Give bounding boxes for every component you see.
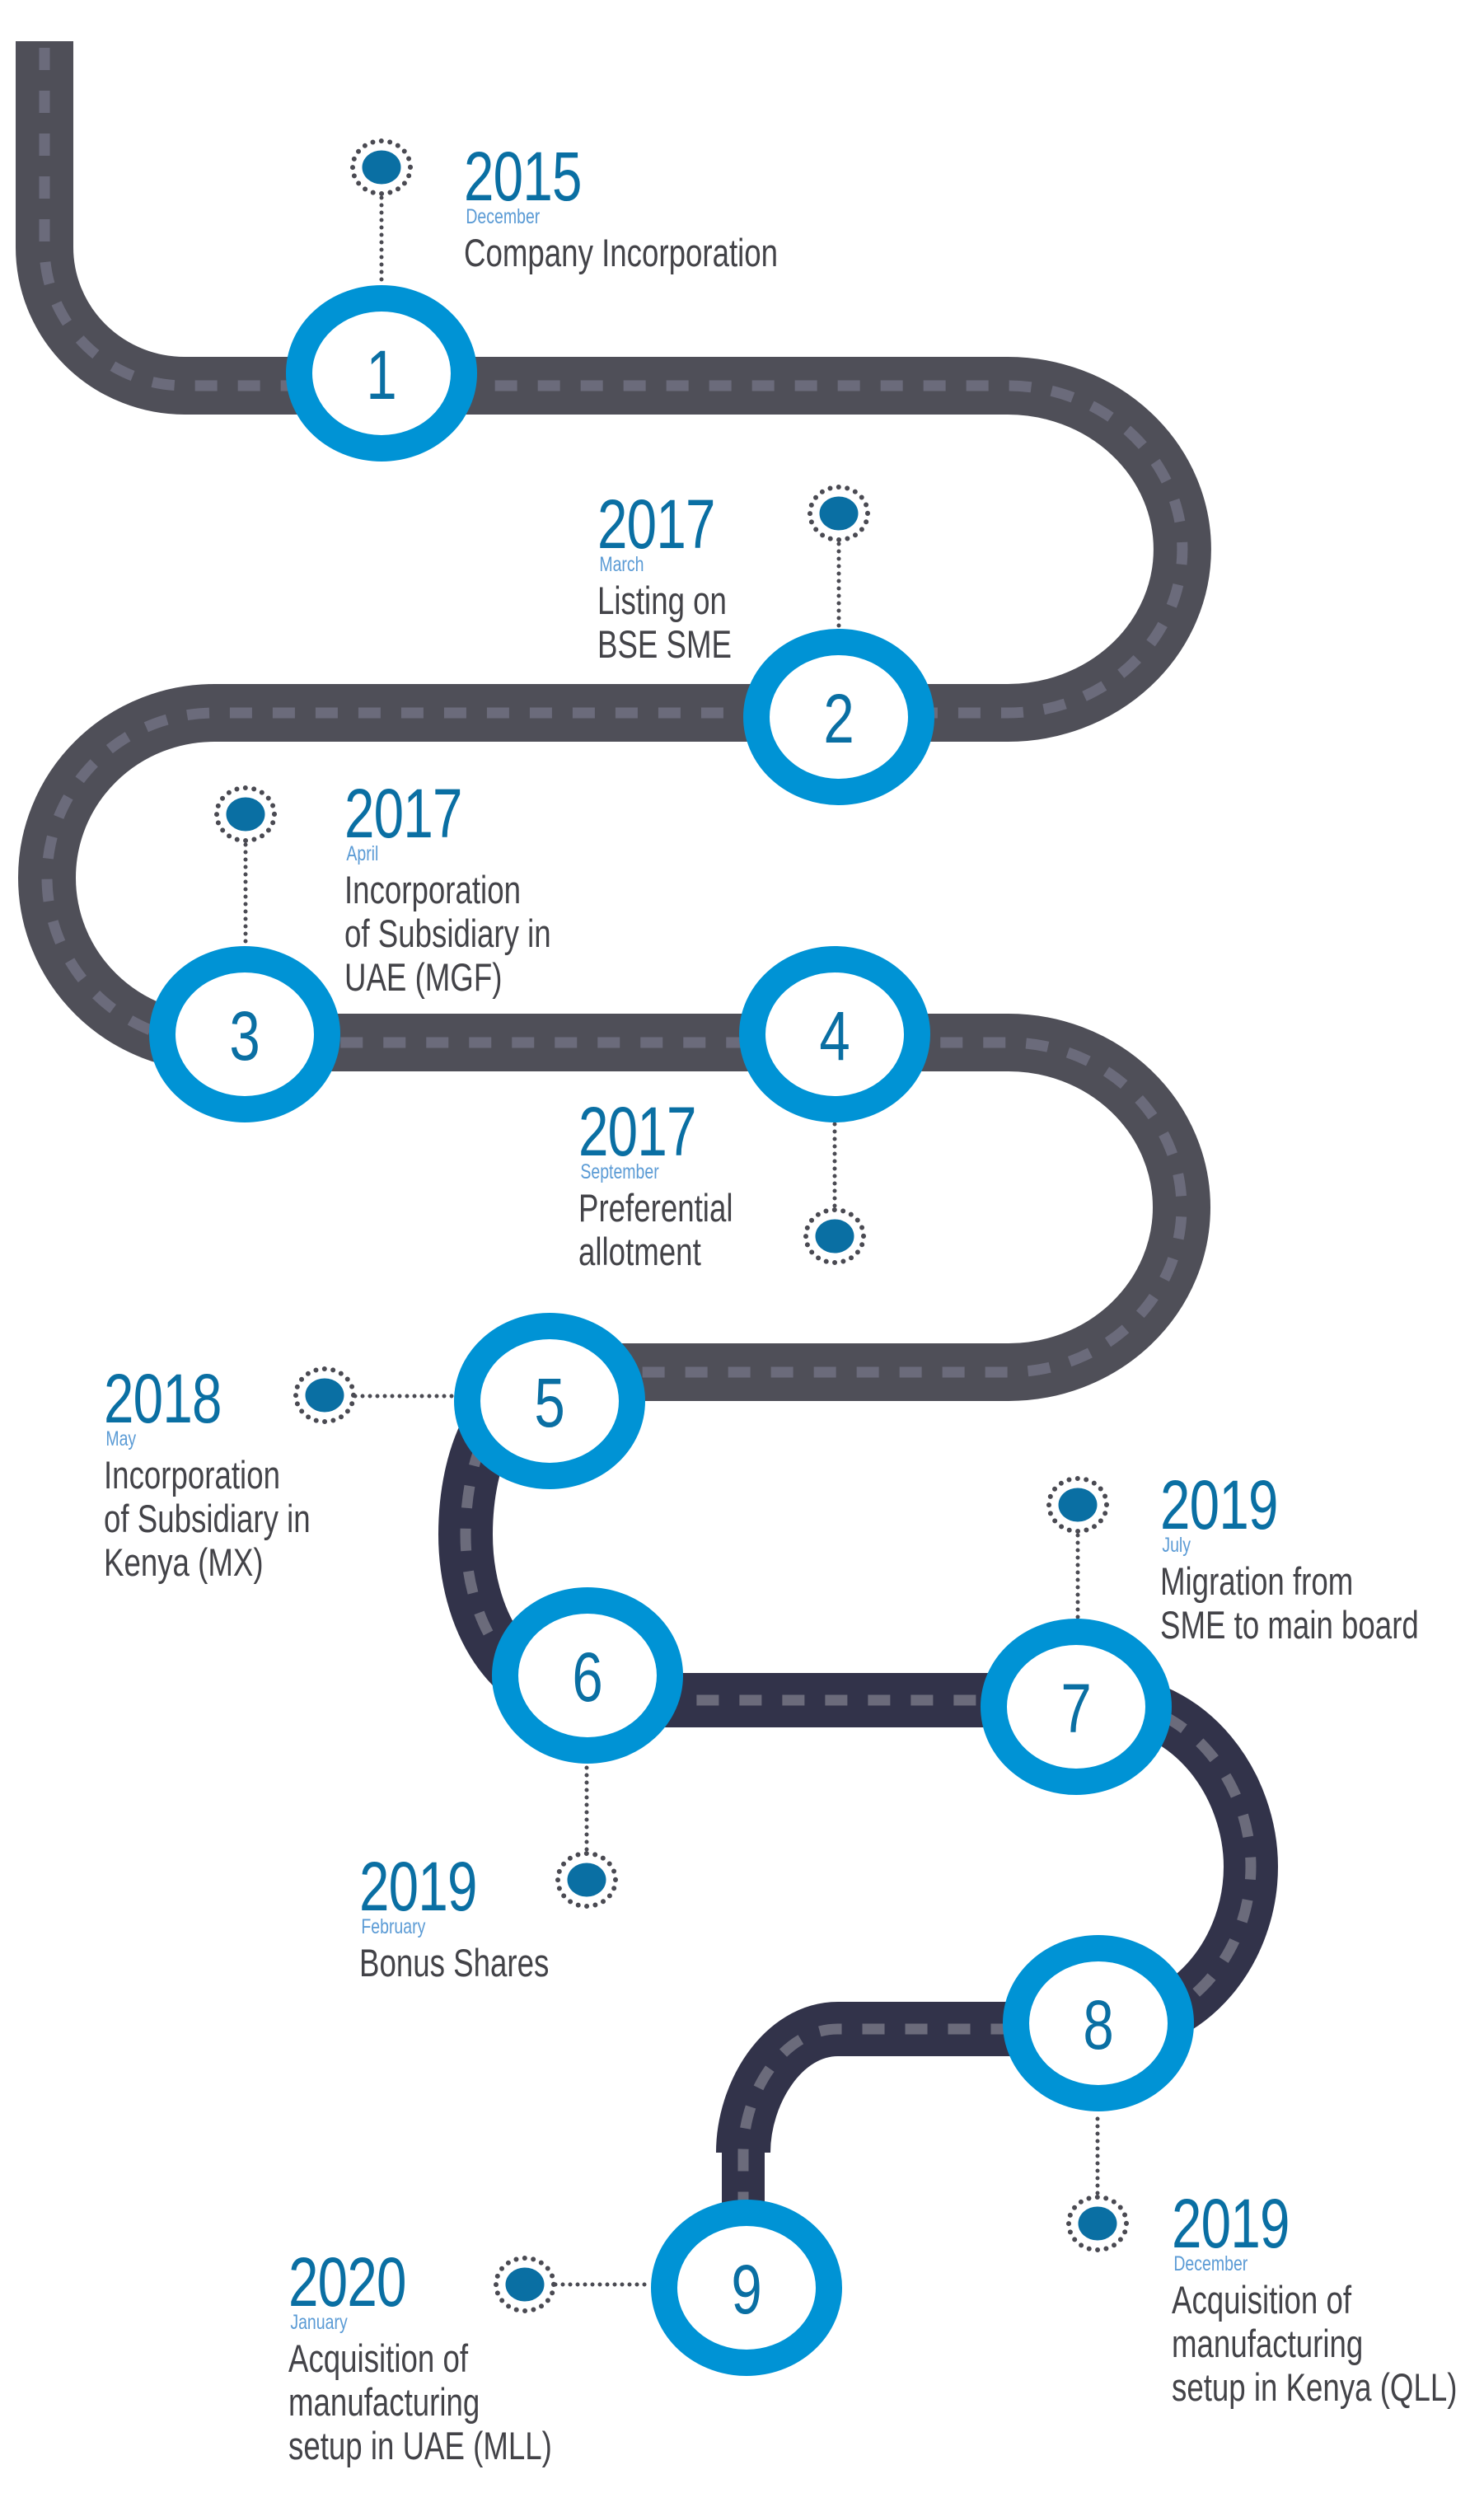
milestone-3: 2017 April Incorporation of Subsidiary i…: [344, 775, 551, 999]
milestone-month: April: [346, 842, 379, 865]
milestone-month: December: [466, 205, 541, 228]
milestone-7: 2019 July Migration from SME to main boa…: [1160, 1466, 1419, 1647]
description-line: Acquisition of: [288, 2336, 469, 2380]
milestone-badge-5: 5: [454, 1313, 645, 1489]
road-segment-grey: [16, 41, 1211, 1401]
description-line: BSE SME: [597, 622, 732, 666]
milestone-badge-3: 3: [149, 946, 340, 1122]
description-line: Migration from: [1160, 1559, 1354, 1603]
description-line: UAE (MGF): [344, 955, 503, 999]
numbered-ring-icon: [149, 946, 340, 1122]
milestone-month: May: [105, 1427, 137, 1450]
description-line: manufacturing: [1172, 2322, 1364, 2365]
milestone-description: Incorporation of Subsidiary in Kenya (MX…: [104, 1453, 311, 1584]
milestone-description: Acquisition of manufacturing setup in Ke…: [1172, 2278, 1457, 2409]
milestone-number: 6: [572, 1639, 602, 1717]
milestone-year: 2017: [344, 775, 462, 852]
milestone-9: 2020 January Acquisition of manufacturin…: [288, 2243, 552, 2467]
numbered-ring-icon: [286, 285, 477, 462]
description-line: Kenya (MX): [104, 1540, 264, 1584]
milestone-badges: 1 2 3 4 5 6 7 8: [149, 285, 1194, 2376]
milestone-6: 2019 February Bonus Shares: [359, 1848, 549, 1985]
milestone-badge-9: 9: [651, 2200, 842, 2376]
milestone-description: Acquisition of manufacturing setup in UA…: [288, 2336, 552, 2467]
milestone-year: 2015: [464, 138, 582, 215]
milestone-month: January: [290, 2311, 348, 2334]
numbered-ring-icon: [743, 629, 934, 805]
map-pin-dot-icon: [293, 1366, 356, 1424]
milestone-description: Company Incorporation: [464, 231, 778, 274]
milestone-badge-8: 8: [1003, 1935, 1194, 2111]
milestone-description: Listing on BSE SME: [597, 579, 732, 666]
milestone-number: 1: [366, 337, 396, 415]
markers: [214, 138, 1129, 2313]
description-line: setup in UAE (MLL): [288, 2424, 552, 2467]
milestone-1: 2015 December Company Incorporation: [464, 138, 778, 274]
numbered-ring-icon: [651, 2200, 842, 2376]
description-line: Bonus Shares: [359, 1941, 550, 1985]
milestone-number: 3: [229, 998, 260, 1075]
description-line: Company Incorporation: [464, 231, 779, 274]
description-line: Listing on: [597, 579, 727, 622]
milestone-year: 2017: [578, 1093, 696, 1170]
map-pin-dot-icon: [350, 138, 413, 196]
description-line: Preferential: [578, 1186, 733, 1230]
lane-marking-navy: [460, 1366, 1257, 2217]
milestone-year: 2019: [1172, 2185, 1290, 2262]
milestone-year: 2019: [359, 1848, 477, 1925]
description-line: Incorporation: [104, 1453, 280, 1497]
milestone-number: 4: [819, 998, 850, 1075]
milestone-description: Preferential allotment: [578, 1186, 733, 1273]
numbered-ring-icon: [981, 1619, 1172, 1795]
milestone-5: 2018 May Incorporation of Subsidiary in …: [104, 1360, 311, 1584]
numbered-ring-icon: [454, 1313, 645, 1489]
milestone-description: Migration from SME to main board: [1160, 1559, 1419, 1647]
milestone-badge-6: 6: [492, 1587, 683, 1764]
description-line: of Subsidiary in: [344, 911, 551, 955]
milestone-year: 2019: [1160, 1466, 1278, 1544]
description-line: SME to main board: [1160, 1603, 1419, 1647]
milestone-month: December: [1173, 2252, 1248, 2275]
milestone-number: 2: [823, 681, 854, 758]
milestone-month: March: [599, 553, 644, 576]
map-pin-dot-icon: [214, 785, 277, 843]
milestone-number: 9: [731, 2252, 761, 2329]
map-pin-dot-icon: [555, 1851, 618, 1909]
milestone-badge-1: 1: [286, 285, 477, 462]
milestone-month: February: [361, 1915, 426, 1938]
lane-markings: [39, 48, 1257, 2217]
milestone-year: 2018: [104, 1360, 222, 1437]
map-pin-dot-icon: [494, 2256, 556, 2313]
numbered-ring-icon: [1003, 1935, 1194, 2111]
milestone-year: 2020: [288, 2243, 406, 2321]
description-line: manufacturing: [288, 2380, 480, 2424]
milestone-4: 2017 September Preferential allotment: [578, 1093, 733, 1273]
description-line: of Subsidiary in: [104, 1497, 311, 1540]
milestone-badge-7: 7: [981, 1619, 1172, 1795]
milestone-8: 2019 December Acquisition of manufacturi…: [1172, 2185, 1457, 2409]
numbered-ring-icon: [492, 1587, 683, 1764]
milestone-description: Bonus Shares: [359, 1941, 549, 1985]
map-pin-dot-icon: [803, 1207, 866, 1265]
milestone-month: September: [580, 1160, 659, 1183]
description-line: Acquisition of: [1172, 2278, 1352, 2322]
milestone-month: July: [1162, 1534, 1191, 1557]
map-pin-dot-icon: [1066, 2195, 1129, 2252]
milestone-badge-2: 2: [743, 629, 934, 805]
milestone-badge-4: 4: [739, 946, 930, 1122]
numbered-ring-icon: [739, 946, 930, 1122]
map-pin-dot-icon: [1046, 1476, 1109, 1534]
milestone-number: 8: [1083, 1987, 1113, 2064]
description-line: Incorporation: [344, 868, 521, 911]
milestone-number: 5: [534, 1365, 564, 1442]
connectors: [243, 195, 1100, 2287]
milestone-description: Incorporation of Subsidiary in UAE (MGF): [344, 868, 551, 999]
milestone-2: 2017 March Listing on BSE SME: [597, 490, 732, 666]
description-line: allotment: [578, 1230, 701, 1273]
milestone-year: 2017: [597, 485, 715, 563]
milestone-number: 7: [1060, 1671, 1091, 1748]
description-line: setup in Kenya (QLL): [1172, 2365, 1458, 2409]
map-pin-dot-icon: [808, 485, 870, 542]
